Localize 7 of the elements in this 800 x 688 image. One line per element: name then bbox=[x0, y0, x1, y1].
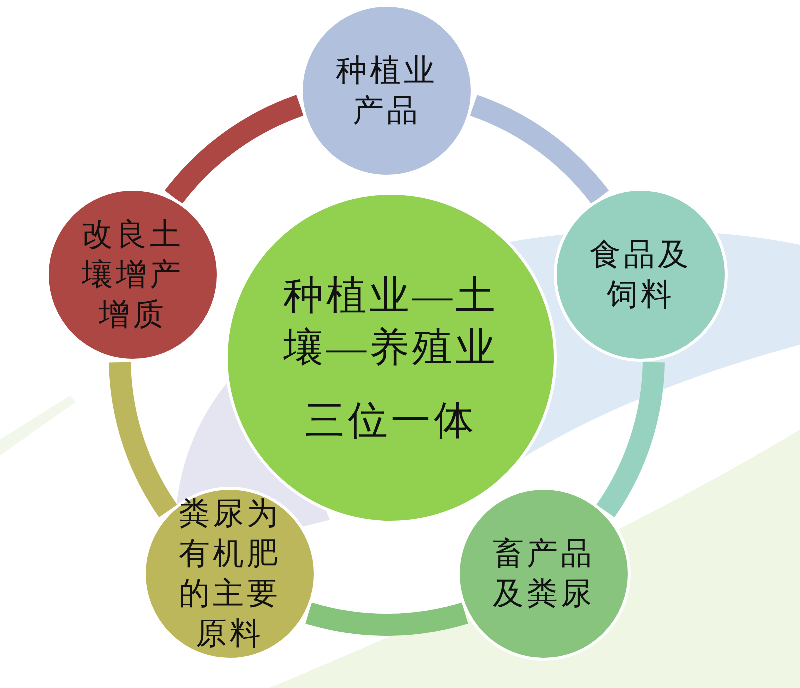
circle-label: 种植业—土壤—养殖业 bbox=[282, 272, 500, 372]
circle-label: 畜产品及粪尿 bbox=[492, 535, 596, 613]
circle-label: 食品及饲料 bbox=[588, 236, 693, 314]
circle-sublabel: 三位一体 bbox=[304, 396, 478, 444]
circle-label: 粪尿为有机肥的主要原料 bbox=[178, 495, 282, 653]
circle-label: 种植业产品 bbox=[335, 52, 439, 130]
circle-label: 改良土壤增产增质 bbox=[81, 216, 186, 334]
